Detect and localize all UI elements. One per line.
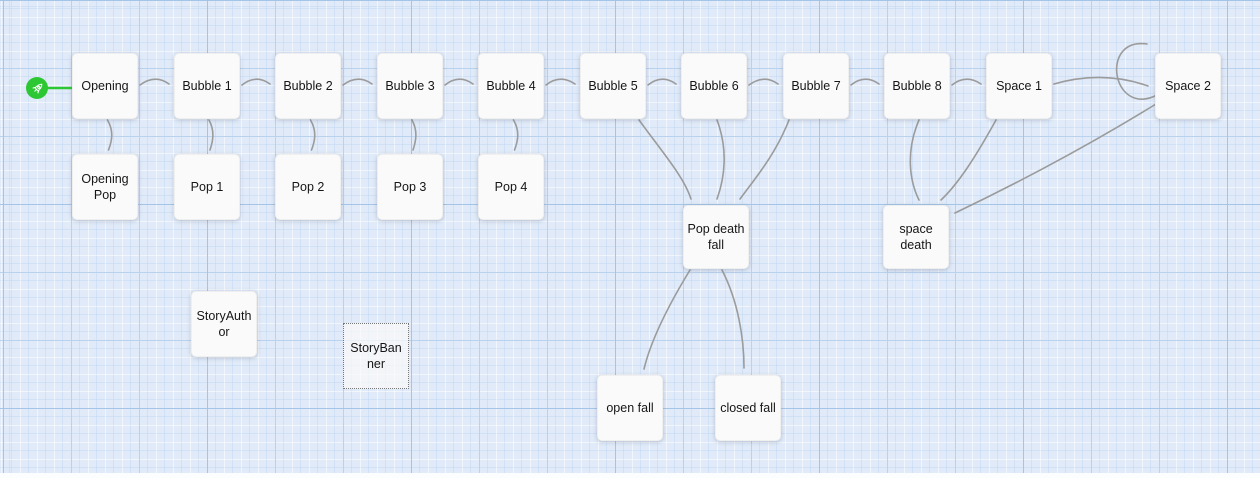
edge-space1-space2[interactable] — [1053, 76, 1149, 87]
rocket-icon — [32, 83, 42, 93]
node-space2[interactable]: Space 2 — [1155, 53, 1221, 119]
edge-space2-space2[interactable] — [1115, 42, 1158, 100]
node-pop3[interactable]: Pop 3 — [377, 154, 443, 220]
canvas-bottom-edge — [0, 473, 1260, 478]
edge-pop_death_fall-open_fall[interactable] — [643, 269, 691, 370]
node-open_fall[interactable]: open fall — [597, 375, 663, 441]
node-label: Bubble 5 — [588, 78, 638, 93]
edge-bubble2-bubble3[interactable] — [342, 78, 373, 86]
node-label: closed fall — [720, 400, 776, 415]
edge-bubble1-bubble2[interactable] — [241, 78, 271, 86]
edge-bubble2-pop2[interactable] — [309, 119, 316, 151]
node-label: Pop 4 — [494, 179, 528, 194]
node-story_banner[interactable]: StoryBanner — [343, 323, 409, 389]
edge-bubble7-pop_death_fall[interactable] — [739, 119, 790, 200]
node-bubble7[interactable]: Bubble 7 — [783, 53, 849, 119]
node-bubble5[interactable]: Bubble 5 — [580, 53, 646, 119]
edge-pop_death_fall-closed_fall[interactable] — [721, 269, 745, 369]
node-label: Space 1 — [996, 78, 1042, 93]
node-label: space death — [899, 221, 933, 252]
edge-opening-bubble1[interactable] — [139, 78, 170, 86]
node-bubble1[interactable]: Bubble 1 — [174, 53, 240, 119]
edge-bubble8-space_death[interactable] — [909, 119, 920, 201]
node-label: Bubble 1 — [182, 78, 232, 93]
node-bubble4[interactable]: Bubble 4 — [478, 53, 544, 119]
node-opening[interactable]: Opening — [72, 53, 138, 119]
node-space1[interactable]: Space 1 — [986, 53, 1052, 119]
edge-bubble5-bubble6[interactable] — [647, 78, 677, 86]
node-label: Opening Pop — [81, 171, 129, 202]
node-label: Pop death fall — [687, 221, 745, 252]
node-label: Bubble 6 — [689, 78, 739, 93]
node-bubble3[interactable]: Bubble 3 — [377, 53, 443, 119]
edge-bubble4-bubble5[interactable] — [545, 78, 576, 86]
edge-space2-space_death[interactable] — [954, 103, 1157, 214]
edge-bubble1-pop1[interactable] — [208, 119, 214, 151]
node-label: Pop 2 — [291, 179, 325, 194]
node-label: Space 2 — [1165, 78, 1211, 93]
edge-bubble7-bubble8[interactable] — [850, 78, 880, 86]
node-pop1[interactable]: Pop 1 — [174, 154, 240, 220]
edge-bubble3-bubble4[interactable] — [444, 78, 474, 86]
node-closed_fall[interactable]: closed fall — [715, 375, 781, 441]
edge-bubble8-space1[interactable] — [951, 78, 982, 86]
edge-bubble4-pop4[interactable] — [512, 119, 519, 151]
node-space_death[interactable]: space death — [883, 205, 949, 269]
node-label: open fall — [606, 400, 654, 415]
node-story_author[interactable]: StoryAuthor — [191, 291, 257, 357]
node-label: StoryBanner — [350, 340, 402, 371]
node-label: StoryAuthor — [196, 308, 252, 339]
node-label: Bubble 7 — [791, 78, 841, 93]
edge-bubble5-pop_death_fall[interactable] — [638, 119, 692, 200]
edge-bubble6-bubble7[interactable] — [748, 78, 779, 86]
node-bubble6[interactable]: Bubble 6 — [681, 53, 747, 119]
node-label: Bubble 3 — [385, 78, 435, 93]
node-bubble8[interactable]: Bubble 8 — [884, 53, 950, 119]
edge-bubble6-pop_death_fall[interactable] — [716, 119, 725, 200]
node-pop4[interactable]: Pop 4 — [478, 154, 544, 220]
node-label: Bubble 4 — [486, 78, 536, 93]
node-label: Pop 3 — [393, 179, 427, 194]
node-label: Opening — [81, 78, 129, 93]
node-pop_death_fall[interactable]: Pop death fall — [683, 205, 749, 269]
node-bubble2[interactable]: Bubble 2 — [275, 53, 341, 119]
edge-opening-opening_pop[interactable] — [106, 119, 113, 151]
node-pop2[interactable]: Pop 2 — [275, 154, 341, 220]
edge-space1-space_death[interactable] — [940, 119, 997, 201]
edge-bubble3-pop3[interactable] — [411, 119, 417, 151]
node-opening_pop[interactable]: Opening Pop — [72, 154, 138, 220]
node-label: Bubble 2 — [283, 78, 333, 93]
start-marker[interactable] — [26, 77, 48, 99]
node-label: Bubble 8 — [892, 78, 942, 93]
node-label: Pop 1 — [190, 179, 224, 194]
